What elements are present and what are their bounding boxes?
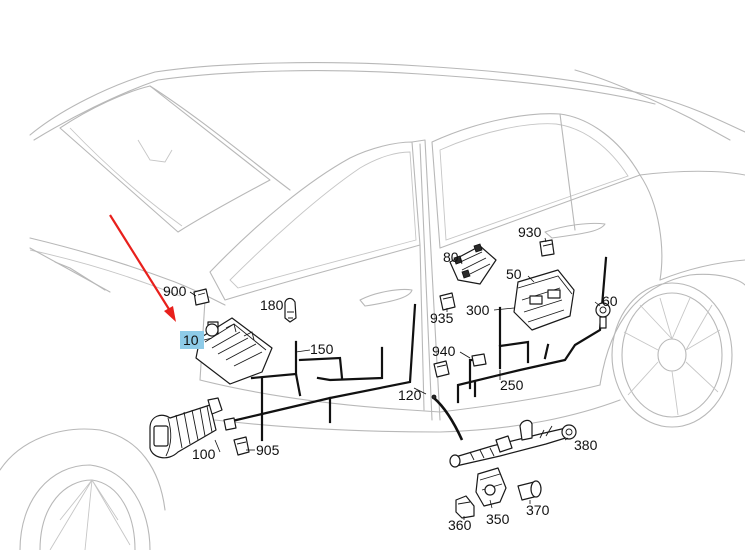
part-940-connector[interactable] bbox=[433, 360, 450, 378]
part-370-pin[interactable] bbox=[517, 480, 542, 501]
label-80[interactable]: 80 bbox=[443, 249, 459, 265]
label-350[interactable]: 350 bbox=[486, 511, 510, 527]
part-harness-connector[interactable] bbox=[223, 417, 237, 431]
label-100[interactable]: 100 bbox=[192, 446, 216, 462]
part-60-bolt[interactable] bbox=[595, 302, 611, 329]
part-80-control-module[interactable] bbox=[449, 243, 497, 285]
label-250[interactable]: 250 bbox=[500, 377, 524, 393]
label-180[interactable]: 180 bbox=[260, 297, 284, 313]
part-50-control-unit[interactable] bbox=[513, 269, 575, 331]
red-arrow-pointer bbox=[109, 214, 176, 322]
part-harness-connector-rear[interactable] bbox=[471, 353, 487, 367]
highlight-box-10 bbox=[180, 331, 204, 349]
part-10-door-control-unit[interactable] bbox=[195, 317, 273, 385]
label-60[interactable]: 60 bbox=[602, 293, 618, 309]
label-935[interactable]: 935 bbox=[430, 310, 454, 326]
label-905[interactable]: 905 bbox=[256, 442, 280, 458]
label-10[interactable]: 10 bbox=[183, 332, 199, 348]
part-100-cable-sleeve[interactable] bbox=[149, 397, 223, 459]
part-905-connector[interactable] bbox=[233, 436, 250, 456]
wiring-harness-150 bbox=[226, 256, 608, 442]
label-930[interactable]: 930 bbox=[518, 224, 542, 240]
lock-cable bbox=[431, 394, 464, 441]
part-935-connector[interactable] bbox=[439, 292, 456, 311]
leader-lines bbox=[189, 237, 601, 520]
part-360-connector[interactable] bbox=[455, 495, 475, 519]
label-940[interactable]: 940 bbox=[432, 343, 456, 359]
part-900-connector[interactable] bbox=[193, 288, 210, 306]
label-150[interactable]: 150 bbox=[310, 341, 334, 357]
label-370[interactable]: 370 bbox=[526, 502, 550, 518]
part-180-clip[interactable] bbox=[284, 297, 297, 323]
label-380[interactable]: 380 bbox=[574, 437, 598, 453]
part-labels: 10 900 180 150 100 905 120 80 935 300 93… bbox=[163, 224, 618, 533]
label-360[interactable]: 360 bbox=[448, 517, 472, 533]
part-350-door-lock[interactable] bbox=[475, 467, 507, 507]
car-body-outline bbox=[0, 62, 745, 550]
part-930-connector[interactable] bbox=[539, 239, 555, 257]
part-380-door-check[interactable] bbox=[449, 419, 577, 468]
label-300[interactable]: 300 bbox=[466, 302, 490, 318]
label-120[interactable]: 120 bbox=[398, 387, 422, 403]
label-50[interactable]: 50 bbox=[506, 266, 522, 282]
label-900[interactable]: 900 bbox=[163, 283, 187, 299]
